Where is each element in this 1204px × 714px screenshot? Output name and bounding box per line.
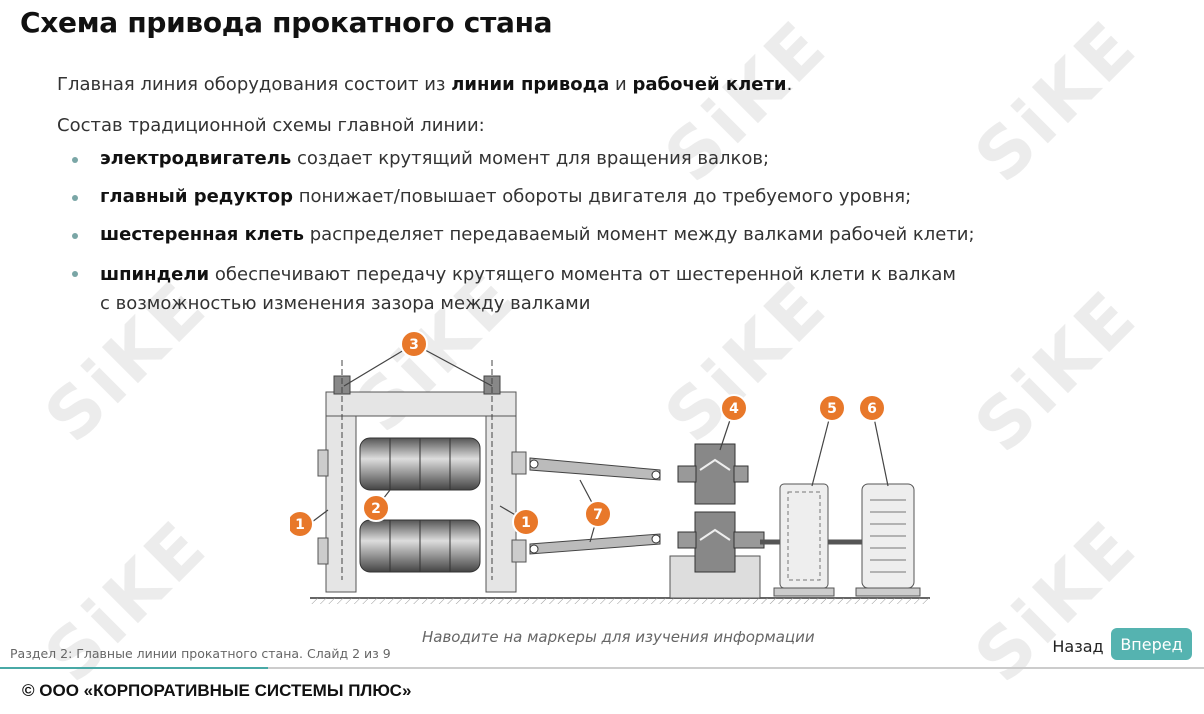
svg-text:4: 4 bbox=[729, 401, 739, 417]
list-item: шестеренная клеть распределяет передавае… bbox=[72, 222, 975, 248]
hover-hint: Наводите на маркеры для изучения информа… bbox=[422, 628, 815, 646]
bullet-icon bbox=[72, 271, 78, 277]
rolling-mill-diagram: 1 2 3 4 5 6 7 1 bbox=[290, 330, 930, 604]
svg-text:1: 1 bbox=[295, 517, 305, 533]
list-item: электродвигатель создает крутящий момент… bbox=[72, 146, 975, 172]
pinion-stand bbox=[669, 443, 765, 599]
marker-5[interactable]: 5 bbox=[818, 394, 846, 422]
watermark: SiKE bbox=[959, 3, 1154, 199]
progress-fill bbox=[0, 667, 268, 669]
svg-text:5: 5 bbox=[827, 401, 837, 417]
work-stand bbox=[317, 360, 527, 593]
svg-text:6: 6 bbox=[867, 401, 877, 417]
copyright-footer: © ООО «КОРПОРАТИВНЫЕ СИСТЕМЫ ПЛЮС» bbox=[22, 681, 412, 700]
watermark: SiKE bbox=[959, 273, 1154, 469]
component-list: электродвигатель создает крутящий момент… bbox=[72, 146, 975, 330]
lower-roll bbox=[359, 519, 481, 573]
svg-text:3: 3 bbox=[409, 337, 419, 353]
progress-bar bbox=[0, 667, 1204, 669]
marker-4[interactable]: 4 bbox=[720, 394, 748, 422]
back-button[interactable]: Назад bbox=[1048, 632, 1108, 660]
svg-text:1: 1 bbox=[521, 515, 531, 531]
next-button[interactable]: Вперед bbox=[1111, 628, 1192, 660]
ground-hatch bbox=[310, 598, 930, 604]
page-title: Схема привода прокатного стана bbox=[20, 6, 553, 39]
list-item: шпиндели обеспечивают передачу крутящего… bbox=[72, 260, 975, 318]
intro-text: Главная линия оборудования состоит из ли… bbox=[57, 74, 793, 95]
bullet-icon bbox=[72, 157, 78, 163]
marker-1-right[interactable]: 1 bbox=[512, 508, 540, 536]
motor bbox=[855, 483, 921, 597]
marker-1-left[interactable]: 1 bbox=[290, 510, 314, 538]
svg-text:2: 2 bbox=[371, 501, 381, 517]
spindles bbox=[529, 457, 661, 555]
marker-3[interactable]: 3 bbox=[400, 330, 428, 358]
marker-2[interactable]: 2 bbox=[362, 494, 390, 522]
marker-6[interactable]: 6 bbox=[858, 394, 886, 422]
marker-7[interactable]: 7 bbox=[584, 500, 612, 528]
gearbox bbox=[773, 483, 835, 597]
slide-status: Раздел 2: Главные линии прокатного стана… bbox=[10, 646, 391, 661]
svg-text:7: 7 bbox=[593, 507, 603, 523]
composition-heading: Состав традиционной схемы главной линии: bbox=[57, 115, 485, 136]
list-item: главный редуктор понижает/повышает оборо… bbox=[72, 184, 975, 210]
upper-roll bbox=[359, 437, 481, 491]
bullet-icon bbox=[72, 195, 78, 201]
bullet-icon bbox=[72, 233, 78, 239]
